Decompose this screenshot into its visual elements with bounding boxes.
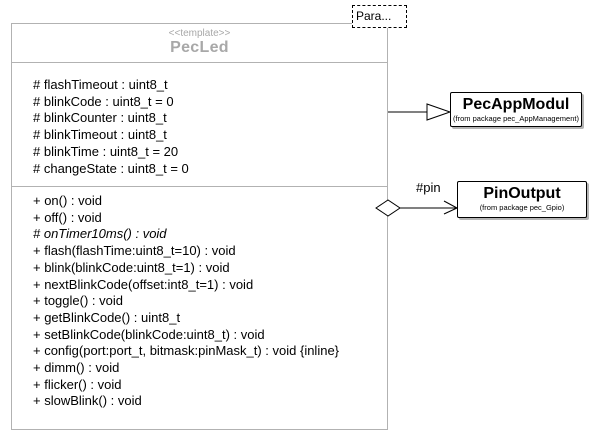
- method-flicker: + flicker() : void: [33, 376, 122, 392]
- method-config: + config(port:port_t, bitmask:pinMask_t)…: [33, 343, 340, 359]
- attribute-changestate: # changeState : uint8_t = 0: [33, 160, 189, 176]
- attribute-blinktimeout: # blinkTimeout : uint8_t: [33, 127, 167, 143]
- method-nextblinkcode: + nextBlinkCode(offset:int8_t=1) : void: [33, 276, 254, 292]
- pinoutput-title: PinOutput: [483, 185, 561, 202]
- method-flash: + flash(flashTime:uint8_t=10) : void: [33, 243, 236, 259]
- attribute-blinktime: # blinkTime : uint8_t = 20: [33, 143, 179, 159]
- class-pecled-header: <<template>> PecLed: [12, 24, 387, 63]
- generalization-arrow-icon: [426, 103, 452, 121]
- method-getblinkcode: + getBlinkCode() : uint8_t: [33, 309, 181, 325]
- method-setblinkcode: + setBlinkCode(blinkCode:uint8_t) : void: [33, 326, 265, 342]
- open-arrowhead-icon: [443, 207, 458, 215]
- pinoutput-package-label: (from package pec_Gpio): [479, 203, 565, 212]
- aggregation-role-label: #pin: [416, 180, 441, 195]
- methods-compartment: + on() : void + off() : void # onTimer10…: [12, 187, 387, 410]
- method-toggle: + toggle() : void: [33, 293, 123, 309]
- class-pinoutput[interactable]: PinOutput (from package pec_Gpio): [457, 181, 587, 218]
- pecappmodul-package-label: (from package pec_AppManagement): [453, 114, 579, 123]
- attribute-blinkcounter: # blinkCounter : uint8_t: [33, 110, 167, 126]
- method-blink: + blink(blinkCode:uint8_t=1) : void: [33, 259, 230, 275]
- class-pecappmodul[interactable]: PecAppModul (from package pec_AppManagem…: [450, 92, 582, 127]
- aggregation-connector[interactable]: [375, 196, 460, 220]
- method-slowblink: + slowBlink() : void: [33, 393, 142, 409]
- method-dimm: + dimm() : void: [33, 360, 120, 376]
- class-pecled[interactable]: <<template>> PecLed # flashTimeout : uin…: [11, 23, 388, 430]
- template-parameter-box[interactable]: Para...: [352, 5, 407, 28]
- attributes-compartment: # flashTimeout : uint8_t # blinkCode : u…: [12, 63, 387, 187]
- method-ontimer10ms: # onTimer10ms() : void: [33, 226, 167, 242]
- attribute-flashtimeout: # flashTimeout : uint8_t: [33, 77, 168, 92]
- attribute-blinkcode: # blinkCode : uint8_t = 0: [33, 93, 174, 109]
- open-arrowhead-icon: [443, 200, 458, 209]
- method-on: + on() : void: [33, 193, 103, 208]
- class-stereotype: <<template>>: [168, 28, 231, 39]
- class-title: PecLed: [170, 39, 229, 56]
- method-off: + off() : void: [33, 209, 102, 225]
- pecappmodul-title: PecAppModul: [462, 96, 570, 113]
- aggregation-diamond-icon: [375, 199, 401, 217]
- generalization-connector[interactable]: [388, 100, 452, 124]
